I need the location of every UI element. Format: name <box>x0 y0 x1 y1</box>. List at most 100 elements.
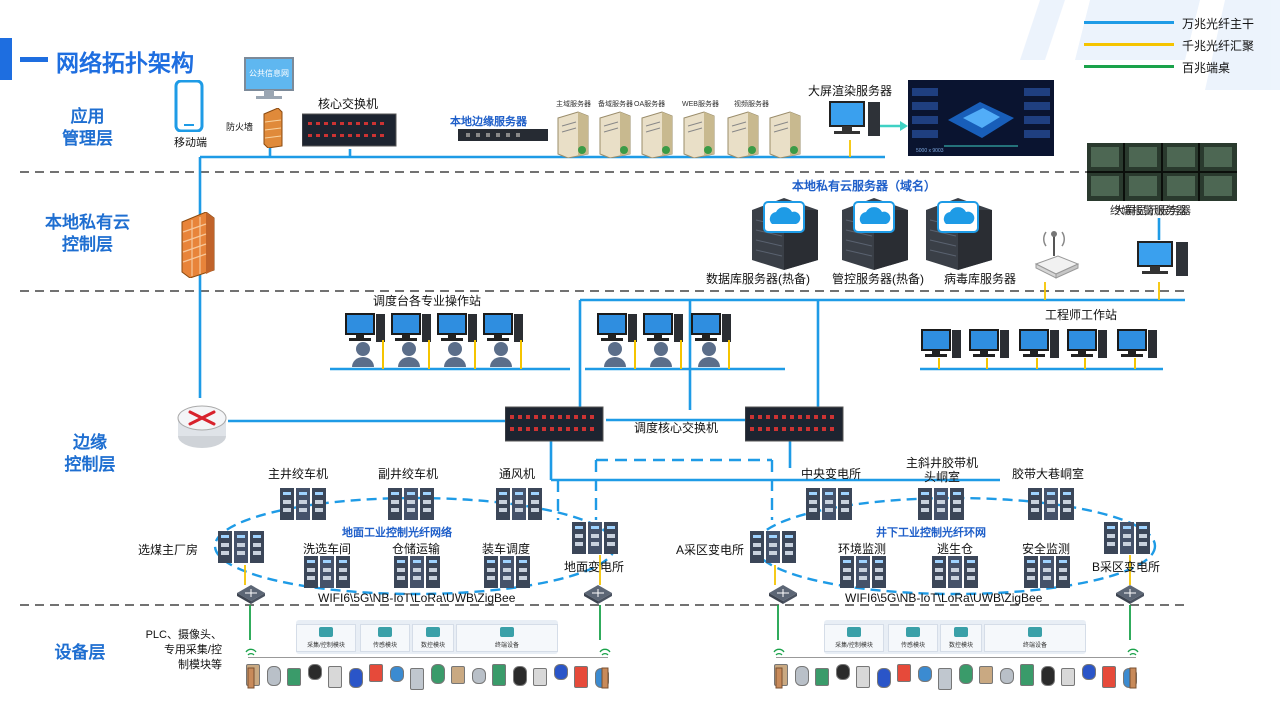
operator-user-icon <box>442 340 468 373</box>
field-device-icon <box>512 666 527 686</box>
device-category-box: 传感模块 <box>888 624 938 652</box>
engineer-link <box>1134 358 1136 369</box>
field-device-icon <box>876 668 891 688</box>
operator-link <box>428 340 430 369</box>
cloud-server-label: 病毒库服务器 <box>944 272 1017 286</box>
field-device-icon <box>1040 666 1055 686</box>
field-device-icon <box>1081 664 1096 680</box>
industrial-switch-icon <box>304 556 354 593</box>
operator-link <box>474 340 476 369</box>
field-device-icon <box>856 666 870 688</box>
field-device-icon <box>410 668 424 690</box>
dashboard-caption: 5000 x 9003 <box>916 148 944 154</box>
dispatch-workstation-icon <box>436 312 480 355</box>
dispatch-core-switch-b-icon <box>745 406 844 442</box>
core-switch-label: 核心交换机 <box>318 97 379 111</box>
underground-wireless-label: WIFI6\5G\NB-IoT\LoRa\UWB\ZigBee <box>845 591 1043 605</box>
field-device-icon <box>835 664 850 680</box>
app-server-tower-icon <box>556 110 590 163</box>
cloud-server-rack-icon <box>748 196 820 275</box>
operator-user-icon <box>696 340 722 373</box>
antenna-device-icon <box>244 646 258 695</box>
device-category-label: 传感模块 <box>900 643 925 649</box>
dispatch-workstation-icon <box>596 312 640 355</box>
public-network-monitor-icon <box>244 57 294 99</box>
device-category-icon <box>426 627 440 637</box>
dispatch-core-switch-label: 调度核心交换机 <box>634 421 719 435</box>
device-category-box: 传感模块 <box>360 624 410 652</box>
app-server-tower-icon <box>682 110 716 163</box>
wireless-access-point-icon <box>1114 583 1146 610</box>
legend: 万兆光纤主干 千兆光纤汇聚 百兆端桌 <box>1084 12 1274 76</box>
device-category-label: 终端设备 <box>1022 643 1047 649</box>
layer-label-device: 设备层 <box>54 643 106 662</box>
ring-node-label: 中央变电所 <box>801 467 862 481</box>
field-device-icon <box>938 668 952 690</box>
title-accent-dash <box>20 57 48 62</box>
operator-link <box>680 340 682 369</box>
legend-line-100m <box>1084 65 1174 68</box>
device-category-box: 终端设备 <box>984 624 1086 652</box>
layer-label-app: 应用 管理层 <box>62 107 113 148</box>
device-description: PLC、摄像头、 专用采集/控 制模块等 <box>145 629 222 671</box>
legend-line-1g <box>1084 43 1174 46</box>
render-server-label: 大屏渲染服务器 <box>808 84 893 98</box>
field-device-icon <box>492 664 506 686</box>
field-device-icon <box>369 664 383 682</box>
engineer-workstation-icon <box>1018 328 1062 371</box>
device-category-label: 采集/控制模块 <box>307 643 345 649</box>
wireless-access-point-icon <box>582 583 614 610</box>
field-device-icon <box>553 664 568 680</box>
device-category-label: 数控模块 <box>948 643 973 649</box>
legend-label-100m: 百兆端桌 <box>1182 61 1231 75</box>
industrial-switch-icon <box>750 531 800 568</box>
engineer-link <box>986 358 988 369</box>
app-server-label: 备域服务器 <box>598 101 633 108</box>
field-device-icon <box>430 664 445 684</box>
device-category-icon <box>1028 627 1042 637</box>
private-cloud-title: 本地私有云服务器（域名） <box>792 179 937 193</box>
industrial-switch-icon <box>806 488 856 525</box>
core-switch-icon <box>302 113 397 147</box>
industrial-switch-icon <box>932 556 982 593</box>
warn-server-label: 终端报警服务器 <box>1110 205 1187 217</box>
operator-link <box>728 340 730 369</box>
field-device-icon <box>471 668 486 684</box>
field-device-icon <box>1020 664 1034 686</box>
edge-router-icon <box>177 405 227 448</box>
dispatch-workstation-icon <box>344 312 388 355</box>
engineer-station-label: 工程师工作站 <box>1045 308 1118 322</box>
device-category-label: 数控模块 <box>420 643 445 649</box>
device-category-icon <box>847 627 861 637</box>
field-device-icon <box>917 666 932 682</box>
field-device-icon <box>574 666 588 688</box>
operator-link <box>634 340 636 369</box>
dispatch-workstation-icon <box>690 312 734 355</box>
ring-node-label: 通风机 <box>499 467 536 481</box>
app-server-tower-icon <box>598 110 632 163</box>
ring-node-label: 主井绞车机 <box>268 467 329 481</box>
dispatch-workstation-icon <box>390 312 434 355</box>
device-category-label: 采集/控制模块 <box>835 643 873 649</box>
industrial-switch-icon <box>572 522 622 559</box>
operator-user-icon <box>648 340 674 373</box>
industrial-switch-icon <box>484 556 534 593</box>
app-server-label: 主域服务器 <box>556 101 591 108</box>
public-network-label: 公共信息网 <box>249 69 289 78</box>
ring-node-label: 洗选车间 <box>303 542 352 556</box>
industrial-switch-icon <box>840 556 890 593</box>
device-category-icon <box>906 627 920 637</box>
engineer-workstation-icon <box>920 328 964 371</box>
video-wall-screen <box>1087 143 1237 201</box>
layer-label-edge: 边缘 控制层 <box>64 433 116 474</box>
field-device-icon <box>815 668 829 686</box>
layer-label-cloud: 本地私有云 控制层 <box>45 213 130 254</box>
industrial-switch-icon <box>918 488 968 525</box>
device-category-icon <box>319 627 333 637</box>
dispatch-workstation-icon <box>642 312 686 355</box>
legend-label-10g: 万兆光纤主干 <box>1182 17 1255 31</box>
industrial-switch-icon <box>1028 488 1078 525</box>
device-category-box: 采集/控制模块 <box>296 624 356 652</box>
device-category-panel: 采集/控制模块 传感模块 数控模块 终端设备 <box>824 620 1086 654</box>
field-device-icon <box>999 668 1014 684</box>
